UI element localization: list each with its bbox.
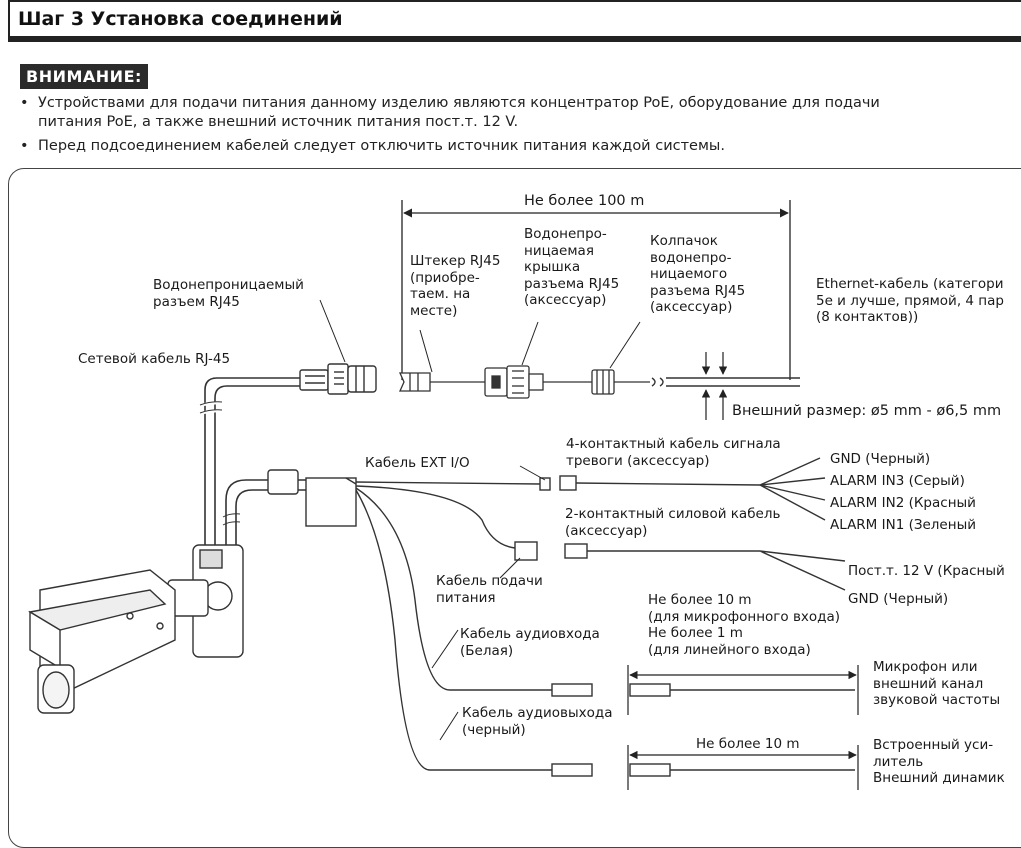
label-line: 5e и лучше, прямой, 4 пар bbox=[816, 292, 1004, 309]
section-header: Шаг 3 Установка соединений bbox=[8, 0, 1021, 38]
leader-audio-in bbox=[431, 629, 459, 669]
label-line: Ethernet-кабель (категори bbox=[816, 276, 1004, 292]
label-line: Водонепро- bbox=[524, 226, 607, 242]
label-line: (для микрофонного входа) bbox=[648, 608, 841, 625]
dimension-audio bbox=[627, 665, 859, 790]
label-line: ALARM IN1 (Зеленый bbox=[830, 517, 977, 533]
label-line: разъема RJ45 bbox=[650, 282, 746, 299]
label-rj45-plug: Штекер RJ45 (приобре- таем. на месте) bbox=[410, 253, 500, 319]
label-waterproof-cover: Водонепро- ницаемая крышка разъема RJ45 … bbox=[524, 226, 619, 309]
warning-badge: ВНИМАНИЕ: bbox=[20, 64, 148, 89]
warning-item-2-line-1: Перед подсоединением кабелей следует отк… bbox=[38, 138, 725, 154]
network-cable bbox=[199, 377, 300, 545]
label-ethernet-cable: Ethernet-кабель (категори 5e и лучше, пр… bbox=[816, 276, 1004, 326]
label-line: Не более 1 m bbox=[648, 625, 743, 641]
label-line: литель bbox=[873, 753, 924, 770]
label-line: Внешний динамик bbox=[873, 770, 1005, 786]
connection-diagram bbox=[28, 200, 859, 790]
label-line: GND (Черный) bbox=[830, 451, 931, 467]
label-line: водонепро- bbox=[650, 249, 732, 266]
leader-audio-out bbox=[439, 711, 459, 741]
label-line: питания bbox=[436, 589, 496, 606]
rj45-plug bbox=[398, 372, 485, 392]
ferrite-core bbox=[267, 469, 357, 527]
label-line: (8 контактов)) bbox=[816, 309, 919, 325]
label-line: Штекер RJ45 bbox=[410, 253, 501, 269]
label-alarm-cable: 4-контактный кабель сигнала тревоги (акс… bbox=[566, 436, 781, 469]
label-waterproof-cap: Колпачок водонепро- ницаемого разъема RJ… bbox=[650, 233, 745, 316]
header-rule bbox=[8, 38, 1021, 42]
label-line: (для линейного входа) bbox=[648, 641, 811, 658]
label-audio-in: Кабель аудиовхода (Белая) bbox=[460, 626, 600, 659]
label-line: 4-контактный кабель сигнала bbox=[566, 436, 781, 452]
label-line: внешний канал bbox=[873, 675, 984, 692]
label-audio-out: Кабель аудиовыхода (черный) bbox=[462, 705, 612, 738]
warning-item-1-line-1: Устройствами для подачи питания данному … bbox=[38, 95, 880, 111]
leader-cap bbox=[609, 321, 641, 369]
label-line: Водонепроницаемый bbox=[153, 277, 304, 293]
camera bbox=[28, 544, 244, 714]
label-power-wires: Пост.т. 12 V (Красный GND (Черный) bbox=[848, 557, 1005, 613]
label-line: Пост.т. 12 V (Красный bbox=[848, 563, 1005, 579]
label-line: разъема RJ45 bbox=[524, 275, 620, 292]
alarm-cable bbox=[355, 457, 826, 521]
bullet-icon: • bbox=[20, 95, 29, 111]
waterproof-cap bbox=[591, 369, 650, 395]
label-power-cable-2pin: 2-контактный силовой кабель (аксессуар) bbox=[565, 506, 780, 539]
label-ext-io: Кабель EXT I/O bbox=[365, 455, 470, 471]
outer-size-marks bbox=[701, 352, 728, 420]
bullet-icon: • bbox=[20, 138, 29, 154]
leader-power bbox=[499, 557, 521, 579]
waterproof-rj45-connector bbox=[299, 363, 377, 395]
waterproof-cover bbox=[484, 365, 592, 399]
dimension-100m bbox=[401, 200, 791, 380]
label-line: ALARM IN2 (Красный bbox=[830, 495, 976, 511]
label-line: Микрофон или bbox=[873, 659, 978, 675]
power-supply-cable bbox=[355, 485, 846, 591]
label-line: Кабель подачи bbox=[436, 573, 543, 589]
leader-cover bbox=[521, 321, 539, 366]
label-line: звуковой частоты bbox=[873, 692, 1001, 708]
label-power-supply-cable: Кабель подачи питания bbox=[436, 573, 543, 606]
label-line: тревоги (аксессуар) bbox=[566, 452, 710, 469]
label-line: Не более 10 m bbox=[648, 592, 752, 608]
label-line: (аксессуар) bbox=[565, 522, 648, 539]
audio-cables bbox=[355, 487, 855, 777]
label-line: (приобре- bbox=[410, 269, 480, 286]
label-line: Встроенный уси- bbox=[873, 737, 994, 753]
label-line: Кабель аудиовыхода bbox=[462, 705, 613, 721]
label-line: (аксессуар) bbox=[524, 292, 607, 308]
ext-io-cable bbox=[222, 479, 306, 545]
label-line: 2-контактный силовой кабель bbox=[565, 506, 781, 522]
label-line: Колпачок bbox=[650, 233, 718, 249]
label-line: Кабель аудиовхода bbox=[460, 626, 600, 642]
leader-plug bbox=[419, 329, 433, 373]
label-line: ALARM IN3 (Серый) bbox=[830, 473, 965, 489]
label-mic-target: Микрофон или внешний канал звуковой част… bbox=[873, 659, 1000, 709]
label-mic-length: Не более 10 m (для микрофонного входа) Н… bbox=[648, 592, 840, 658]
label-line: GND (Черный) bbox=[848, 591, 949, 607]
label-waterproof-connector: Водонепроницаемый разъем RJ45 bbox=[153, 277, 304, 310]
label-spk-length: Не более 10 m bbox=[696, 736, 800, 752]
label-line: ницаемого bbox=[650, 266, 728, 282]
label-line: таем. на bbox=[410, 286, 471, 302]
label-line: разъем RJ45 bbox=[153, 293, 240, 310]
label-network-cable: Сетевой кабель RJ-45 bbox=[78, 351, 231, 367]
leader-connector bbox=[319, 299, 346, 363]
label-outer-size: Внешний размер: ø5 mm - ø6,5 mm bbox=[732, 403, 1002, 419]
label-max-100m: Не более 100 m bbox=[524, 193, 645, 209]
ethernet-cable bbox=[651, 377, 800, 387]
label-alarm-wires: GND (Черный) ALARM IN3 (Серый) ALARM IN2… bbox=[830, 448, 976, 536]
label-spk-target: Встроенный уси- литель Внешний динамик bbox=[873, 737, 1005, 787]
label-line: месте) bbox=[410, 302, 458, 319]
label-line: ницаемая bbox=[524, 242, 594, 259]
page-title: Шаг 3 Установка соединений bbox=[18, 8, 343, 30]
label-line: (Белая) bbox=[460, 642, 514, 659]
label-line: (черный) bbox=[462, 721, 526, 738]
label-line: (аксессуар) bbox=[650, 299, 733, 315]
warning-item-1-line-2: питания PoE, а также внешний источник пи… bbox=[38, 114, 519, 130]
label-line: крышка bbox=[524, 259, 581, 275]
